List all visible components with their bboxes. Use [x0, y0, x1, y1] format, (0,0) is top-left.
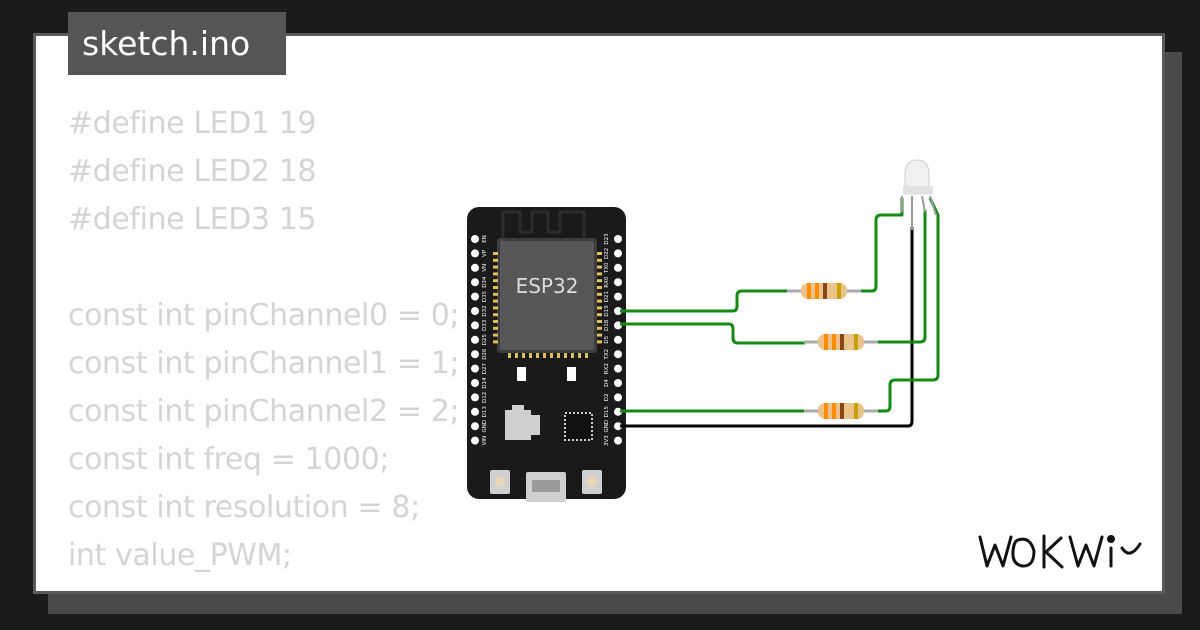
pin-tx0[interactable] [614, 263, 622, 272]
code-line: const int freq = 1000; [68, 442, 390, 477]
pin-label: D23 [604, 233, 610, 245]
pin-label: D26 [482, 348, 488, 360]
pin-label: GND [604, 420, 610, 433]
file-tab-label: sketch.ino [82, 24, 251, 63]
pin-d21[interactable] [614, 292, 622, 301]
pin-label: D34 [482, 276, 488, 288]
code-line: #define LED1 19 [68, 106, 317, 141]
pin-d14[interactable] [471, 379, 479, 387]
pin-label: D5 [604, 335, 610, 343]
code-preview: #define LED1 19 #define LED2 18 #define … [68, 100, 459, 580]
pin-label: D18 [604, 319, 610, 331]
pin-gnd[interactable] [614, 422, 622, 431]
pin-tx2[interactable] [614, 350, 622, 359]
pin-d2[interactable] [614, 393, 622, 402]
pin-en[interactable] [471, 235, 479, 243]
pin-label: 3V3 [604, 435, 610, 446]
pin-label: VP [482, 249, 488, 257]
code-line: int value_PWM; [68, 538, 292, 573]
pin-d26[interactable] [471, 350, 479, 359]
file-tab[interactable]: sketch.ino [68, 12, 286, 75]
pin-label: GND [482, 420, 488, 433]
pin-vp[interactable] [471, 249, 479, 258]
pin-label: D12 [482, 392, 488, 403]
module-pads [493, 252, 602, 358]
pin-label: D2 [604, 394, 610, 402]
pin-d34[interactable] [471, 278, 479, 287]
pin-vin[interactable] [471, 436, 479, 445]
pin-label: D33 [482, 319, 488, 331]
pin-d13[interactable] [471, 407, 479, 416]
pin-d23[interactable] [614, 235, 622, 243]
resistor-icon[interactable] [804, 403, 878, 419]
wire-d19 [620, 289, 788, 313]
pin-label: RX2 [604, 363, 610, 374]
code-line: #define LED3 15 [68, 202, 317, 237]
pin-label: VIN [482, 436, 488, 446]
pin-d12[interactable] [471, 393, 479, 402]
pin-label: D4 [604, 379, 610, 387]
pin-label: D35 [482, 290, 488, 302]
pin-d35[interactable] [471, 292, 479, 301]
pin-d5[interactable] [614, 335, 622, 344]
pin-label: D22 [604, 248, 610, 259]
code-line: const int resolution = 8; [68, 490, 420, 525]
pin-rx2[interactable] [614, 364, 622, 373]
pin-gnd[interactable] [471, 422, 479, 431]
pin-label: D21 [604, 291, 610, 302]
pin-vn[interactable] [471, 263, 479, 272]
wires [620, 197, 940, 428]
pin-label: D25 [482, 334, 488, 346]
chip-label: ESP32 [516, 274, 579, 298]
code-line: #define LED2 18 [68, 154, 317, 189]
code-line: const int pinChannel2 = 2; [68, 394, 460, 429]
right-pin-header [614, 235, 622, 445]
pin-label: EN [482, 235, 488, 243]
pin-d22[interactable] [614, 249, 622, 258]
pin-label: D32 [482, 305, 488, 316]
pin-label: D13 [482, 406, 488, 418]
wire-gnd [620, 227, 914, 428]
resistor-icon[interactable] [804, 334, 878, 350]
pin-d4[interactable] [614, 379, 622, 387]
wokwi-logo-icon [978, 534, 1142, 569]
pin-label: D27 [482, 362, 488, 374]
pin-label: D19 [604, 305, 610, 317]
pin-d19[interactable] [614, 307, 622, 315]
pin-label: TX2 [604, 349, 610, 361]
wire-led-b [876, 197, 940, 413]
wire-led-g [877, 210, 927, 344]
pin-d27[interactable] [471, 364, 479, 373]
pin-label: D15 [604, 406, 610, 418]
wire-d18 [620, 322, 805, 345]
pin-rx0[interactable] [614, 278, 622, 287]
pin-label: VN [482, 264, 488, 272]
pin-d33[interactable] [471, 321, 479, 330]
left-pin-header [471, 235, 479, 445]
code-line: const int pinChannel0 = 0; [68, 298, 460, 333]
pin-label: D14 [482, 377, 488, 389]
pin-3v3[interactable] [614, 436, 622, 445]
pin-label: RX0 [604, 276, 610, 288]
pin-d25[interactable] [471, 335, 479, 344]
esp32-board-icon[interactable]: ESP32 ENVPVND34D35D32D33D25D26D27D14D12D… [467, 207, 626, 502]
pin-label: TX0 [604, 262, 610, 274]
pin-d32[interactable] [471, 307, 479, 315]
rgb-led-icon[interactable] [901, 159, 937, 230]
code-line: const int pinChannel1 = 1; [68, 346, 460, 381]
resistor-icon[interactable] [787, 283, 861, 299]
wire-led-r [858, 198, 904, 293]
